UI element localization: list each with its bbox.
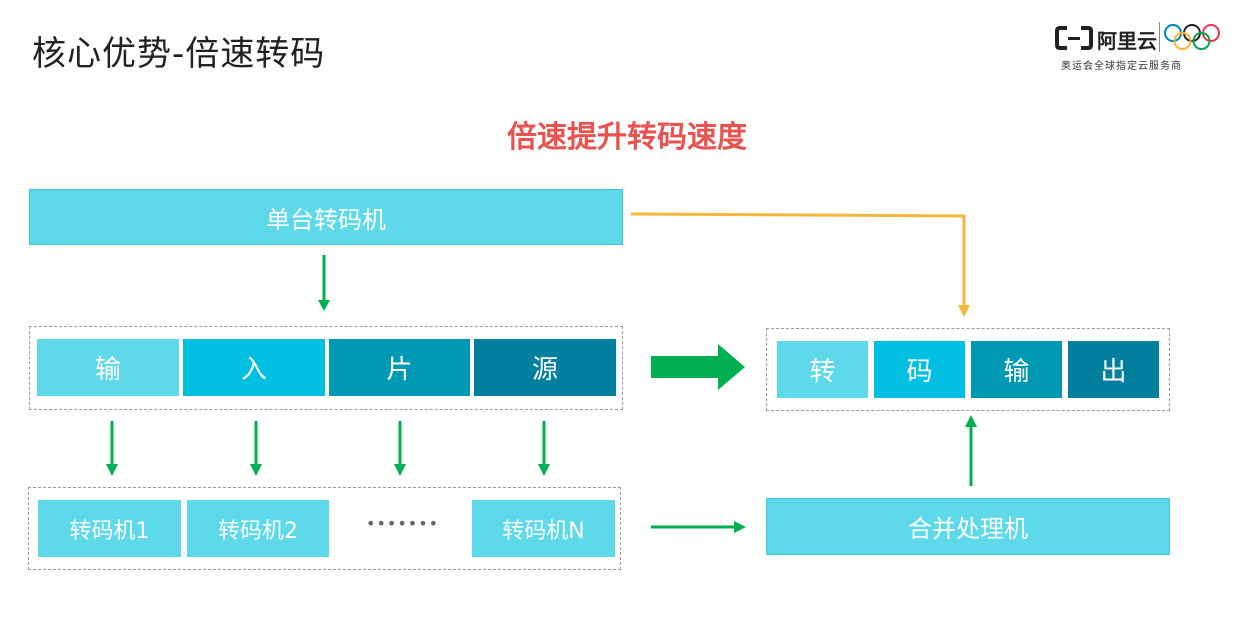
output-cell-3: 输 xyxy=(971,341,1062,398)
arrow-down-to-input-head xyxy=(318,300,330,311)
single-transcoder-box: 单台转码机 xyxy=(29,189,623,245)
big-right-arrow xyxy=(651,344,745,390)
output-char: 输 xyxy=(1003,357,1030,387)
input-source-char: 片 xyxy=(386,355,413,385)
arrow-up-to-output-head xyxy=(965,415,977,427)
output-char: 码 xyxy=(906,357,933,387)
aliyun-mark-icon xyxy=(1055,26,1093,50)
output-char: 出 xyxy=(1100,357,1127,387)
input-source-cell-1: 输 xyxy=(37,339,179,396)
transcoder-box-1: 转码机1 xyxy=(38,500,181,557)
output-cell-2: 码 xyxy=(874,341,965,398)
arrow-down-2-head xyxy=(250,464,262,476)
arrow-right-to-merge-head xyxy=(734,521,746,533)
orange-connector xyxy=(630,212,966,308)
arrow-down-4-head xyxy=(538,464,550,476)
arrow-down-1-head xyxy=(106,464,118,476)
transcoder-box-2: 转码机2 xyxy=(187,500,329,557)
output-char: 转 xyxy=(809,357,836,387)
aliyun-logo: 阿里云 奥运会全球指定云服务商 xyxy=(1055,22,1225,72)
aliyun-tagline: 奥运会全球指定云服务商 xyxy=(1061,61,1182,72)
input-source-char: 源 xyxy=(531,355,558,385)
transcoder-label: 转码机N xyxy=(502,518,585,544)
olympic-rings-icon xyxy=(1164,24,1220,50)
input-source-group xyxy=(29,326,623,410)
input-source-cell-3: 片 xyxy=(329,339,470,396)
arrow-down-3-head xyxy=(394,464,406,476)
input-source-cell-4: 源 xyxy=(474,339,616,396)
orange-connector-head xyxy=(958,305,970,317)
transcoder-group xyxy=(28,487,621,570)
slide-title: 核心优势-倍速转码 xyxy=(32,34,326,74)
merge-processor-label: 合并处理机 xyxy=(908,515,1028,543)
output-group xyxy=(766,328,1170,411)
input-source-cell-2: 入 xyxy=(183,339,325,396)
slide-subtitle: 倍速提升转码速度 xyxy=(507,120,747,155)
input-source-char: 入 xyxy=(240,355,267,385)
merge-processor-box: 合并处理机 xyxy=(766,498,1170,555)
output-cell-4: 出 xyxy=(1068,341,1159,398)
transcoder-label: 转码机1 xyxy=(69,518,150,544)
output-cell-1: 转 xyxy=(777,341,868,398)
aliyun-brand-text: 阿里云 xyxy=(1097,29,1157,53)
single-transcoder-label: 单台转码机 xyxy=(266,205,386,234)
input-source-char: 输 xyxy=(94,355,121,385)
transcoder-label: 转码机2 xyxy=(218,518,298,544)
transcoder-box-n: 转码机N xyxy=(472,500,615,557)
ellipsis: ••••••• xyxy=(366,514,440,533)
logo-divider xyxy=(1159,22,1160,52)
